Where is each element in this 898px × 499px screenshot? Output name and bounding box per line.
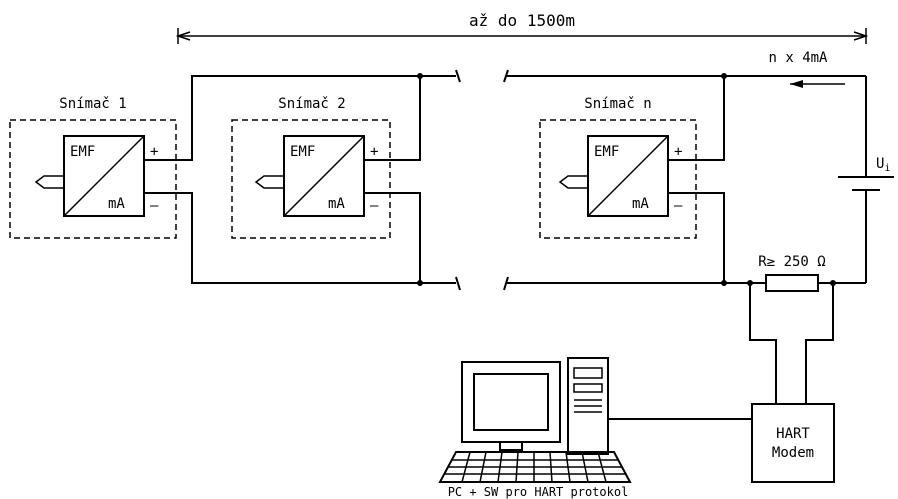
thermocouple-icon: [558, 175, 588, 189]
keyboard-icon: [438, 451, 632, 483]
modem-label-line1: HART: [776, 426, 810, 442]
monitor-screen: [473, 373, 549, 431]
thermocouple-icon: [254, 175, 284, 189]
sensor-1-title: Snímač 1: [59, 96, 126, 112]
key-divider: [461, 451, 471, 483]
sensor-n-minus: –: [674, 198, 683, 214]
key-divider: [479, 451, 487, 483]
pc-label: PC + SW pro HART protokol: [448, 485, 629, 499]
bus-top-wire-left: [180, 75, 456, 161]
sensor-1-emf: EMF: [70, 144, 95, 160]
sensor-n-plus: +: [674, 144, 682, 160]
sensor-n-title: Snímač n: [584, 96, 651, 112]
distance-arrow-left: [175, 31, 191, 41]
sensor-2: Snímač 2 EMF mA + –: [231, 96, 391, 239]
drive-bay: [573, 383, 603, 393]
modem-wire-left: [749, 283, 777, 404]
sensor-n: Snímač n EMF mA + –: [539, 96, 697, 239]
current-label: n x 4mA: [768, 50, 828, 66]
modem-box: [751, 403, 835, 483]
bus-bottom-wire-left: [180, 192, 456, 284]
sensor-1-ma: mA: [108, 196, 125, 212]
key-divider: [597, 451, 607, 483]
break-mark-top-left: [455, 69, 461, 83]
key-divider: [549, 451, 553, 483]
sensor-2-plus: +: [370, 144, 378, 160]
resistor-label: R≥ 250 Ω: [758, 254, 825, 270]
monitor-stand: [499, 441, 523, 451]
voltage-letter: U: [876, 156, 884, 172]
sensor-n-diagonal: [587, 135, 669, 217]
voltage-label: Ui: [876, 156, 890, 174]
sensor2-plus-wire: [388, 76, 421, 161]
sensor-2-title: Snímač 2: [278, 96, 345, 112]
current-arrow-head: [790, 80, 803, 88]
key-divider: [581, 451, 589, 483]
keyboard-body: [438, 451, 632, 483]
bus-wires-left: [180, 69, 461, 291]
sensor-2-minus: –: [370, 198, 379, 214]
sensorn-plus-wire: [692, 76, 725, 161]
bus-wires-right: n x 4mA: [503, 50, 866, 291]
drive-bay: [573, 367, 603, 379]
resistor: R≥ 250 Ω: [747, 254, 866, 292]
distance-arrow-right: [853, 31, 869, 41]
voltage-subscript: i: [884, 163, 890, 174]
sensor-n-emf: EMF: [594, 144, 619, 160]
sensor-2-diagonal: [283, 135, 365, 217]
power-source: Ui: [838, 76, 894, 283]
sensor-2-enclosure: [231, 119, 391, 239]
sensor-1-enclosure: [9, 119, 177, 239]
sensor-1-plus: +: [150, 144, 158, 160]
sensor-2-ma: mA: [328, 196, 345, 212]
sensorn-minus-wire: [692, 192, 725, 283]
key-divider: [565, 451, 571, 483]
sensor-n-enclosure: [539, 119, 697, 239]
keyboard-keys: [461, 451, 607, 483]
monitor-icon: [461, 361, 561, 451]
tower-body: [567, 357, 609, 455]
sensor-n-ma: mA: [632, 196, 649, 212]
modem-wire-right: [805, 283, 834, 404]
sensor2-minus-wire: [388, 192, 421, 283]
key-divider: [515, 451, 519, 483]
distance-dimension: až do 1500m: [175, 11, 869, 44]
modem-connection: [749, 283, 834, 404]
key-divider: [497, 451, 503, 483]
pc-tower-icon: [567, 357, 609, 455]
sensor-1-minus: –: [150, 198, 159, 214]
pc: PC + SW pro HART protokol: [438, 357, 632, 499]
resistor-body: [765, 274, 819, 292]
hart-modem: HART Modem: [751, 403, 835, 483]
break-mark-bottom-left: [455, 276, 461, 291]
thermocouple-icon: [34, 175, 64, 189]
modem-label-line2: Modem: [772, 445, 814, 461]
sensor-1: Snímač 1 EMF mA + –: [9, 96, 180, 239]
distance-label: až do 1500m: [469, 11, 575, 30]
sensor-1-diagonal: [63, 135, 145, 217]
sensor-2-emf: EMF: [290, 144, 315, 160]
